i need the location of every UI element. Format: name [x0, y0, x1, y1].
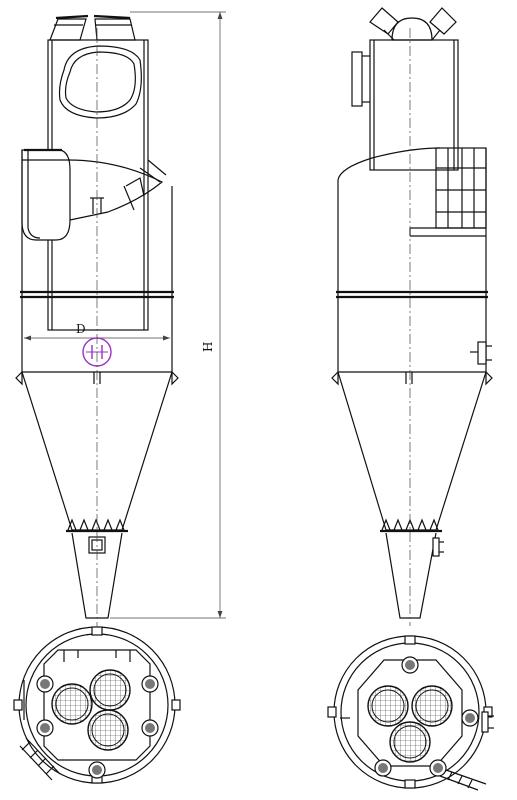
- side-dust-pipe: [385, 532, 437, 619]
- front-side-inlet: [21, 148, 71, 241]
- front-elevation: D: [15, 14, 179, 619]
- plan-right-filter-left: [367, 685, 409, 727]
- side-elevation: [331, 7, 493, 619]
- front-round-opening: [58, 45, 142, 119]
- front-top-nozzle-right: [93, 14, 136, 41]
- plan-left-filter-bottom: [87, 709, 129, 751]
- side-shoulder: [337, 147, 441, 181]
- side-rectangular-inlet: [409, 147, 487, 237]
- height-dimension: H: [110, 11, 226, 619]
- diameter-label: D: [76, 322, 86, 336]
- side-upper-chamber: [369, 39, 459, 171]
- side-cone: [337, 371, 487, 531]
- plan-left-filter-left: [51, 683, 93, 725]
- plan-left-filter-top: [89, 669, 131, 711]
- plan-right-filter-right: [411, 685, 453, 727]
- height-label: H: [201, 342, 215, 352]
- front-top-nozzle-left: [49, 14, 89, 41]
- side-top-nozzles: [369, 7, 457, 41]
- plan-view-left: [13, 626, 181, 784]
- side-right-nozzle: [470, 341, 492, 365]
- front-inner-cone: [67, 159, 164, 221]
- side-pipe-valve: [432, 537, 444, 557]
- side-outlet-flange: [351, 51, 363, 107]
- plan-view-right: [327, 635, 494, 791]
- plan-right-filter-bottom: [389, 721, 431, 763]
